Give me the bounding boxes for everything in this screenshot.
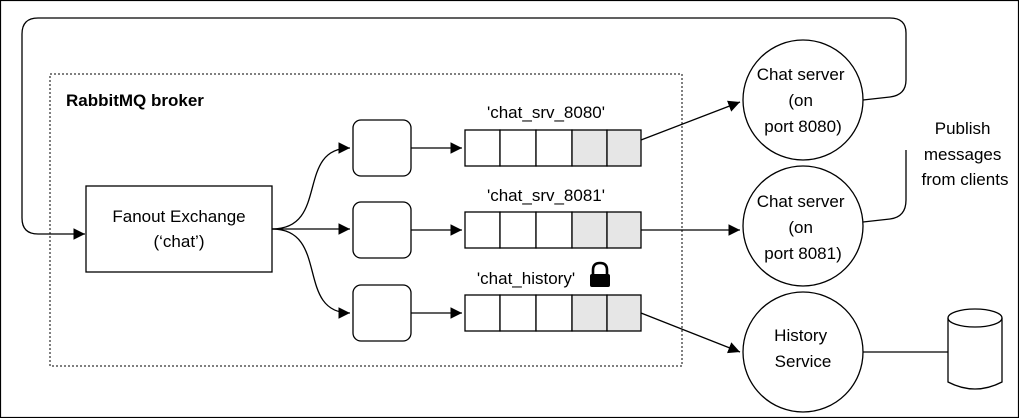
broker-boundary [49, 73, 683, 367]
chat-server-8080-line-3: port 8080) [764, 117, 842, 136]
chat-server-8081-line-1: Chat server [757, 192, 845, 211]
queue-3-cell-filled [606, 294, 642, 332]
queue-name-3: 'chat_history' [477, 269, 575, 288]
chat-server-8081-line-3: port 8081) [764, 244, 842, 263]
chat-server-8081-node [742, 165, 864, 287]
queue-1-cell [464, 129, 501, 167]
chat-server-8080-node [742, 39, 864, 161]
chat-server-8080-label: Chat server (on port 8080) [757, 65, 850, 136]
chat-server-8080-line-1: Chat server [757, 65, 845, 84]
queue-1-cell-filled [571, 129, 608, 167]
publish-label: Publish messages from clients [922, 119, 1009, 189]
queue-2 [464, 211, 642, 249]
binding-box-2 [352, 201, 412, 259]
chat-server-8081-line-2: (on [788, 218, 813, 237]
publish-loop-line [21, 17, 907, 240]
publish-label-line-2: messages [924, 145, 1001, 164]
chat-server-8080-line-2: (on [788, 91, 813, 110]
queue-to-server-8080 [640, 100, 741, 141]
queue-name-2: 'chat_srv_8081' [487, 186, 605, 205]
broker-title: RabbitMQ broker [66, 91, 204, 110]
history-service-label: History Service [774, 326, 832, 371]
fanout-edge-1 [271, 142, 351, 230]
exchange-label-line-1: Fanout Exchange [112, 207, 245, 226]
queue-2-cell [535, 211, 573, 249]
database-icon [947, 308, 1003, 390]
queue-3-cell [535, 294, 573, 332]
publish-label-line-3: from clients [922, 170, 1009, 189]
exchange-label-line-2: (‘chat’) [153, 232, 204, 251]
queue-3-cell [464, 294, 501, 332]
queue-2-cell [499, 211, 537, 249]
queue-2-cell [464, 211, 501, 249]
history-service-line-1: History [774, 326, 827, 345]
publish-label-line-1: Publish [935, 119, 991, 138]
history-service-line-2: Service [775, 352, 832, 371]
queue-1 [464, 129, 642, 167]
binding-box-3 [352, 284, 412, 342]
publish-loop-line-8081 [862, 150, 907, 223]
queue-1-cell [499, 129, 537, 167]
queue-1-cell-filled [606, 129, 642, 167]
binding-box-1 [352, 119, 412, 177]
fanout-exchange-box [85, 185, 273, 273]
queue-2-cell-filled [571, 211, 608, 249]
queue-2-cell-filled [606, 211, 642, 249]
fanout-edge-3 [271, 228, 351, 319]
queue-name-1: 'chat_srv_8080' [487, 103, 605, 122]
queue-to-history-service [640, 312, 741, 354]
queue-3-cell-filled [571, 294, 608, 332]
queue-3-cell [499, 294, 537, 332]
queue-1-cell [535, 129, 573, 167]
chat-server-8081-label: Chat server (on port 8081) [757, 192, 850, 263]
lock-icon [590, 261, 610, 287]
queue-3 [464, 294, 642, 332]
